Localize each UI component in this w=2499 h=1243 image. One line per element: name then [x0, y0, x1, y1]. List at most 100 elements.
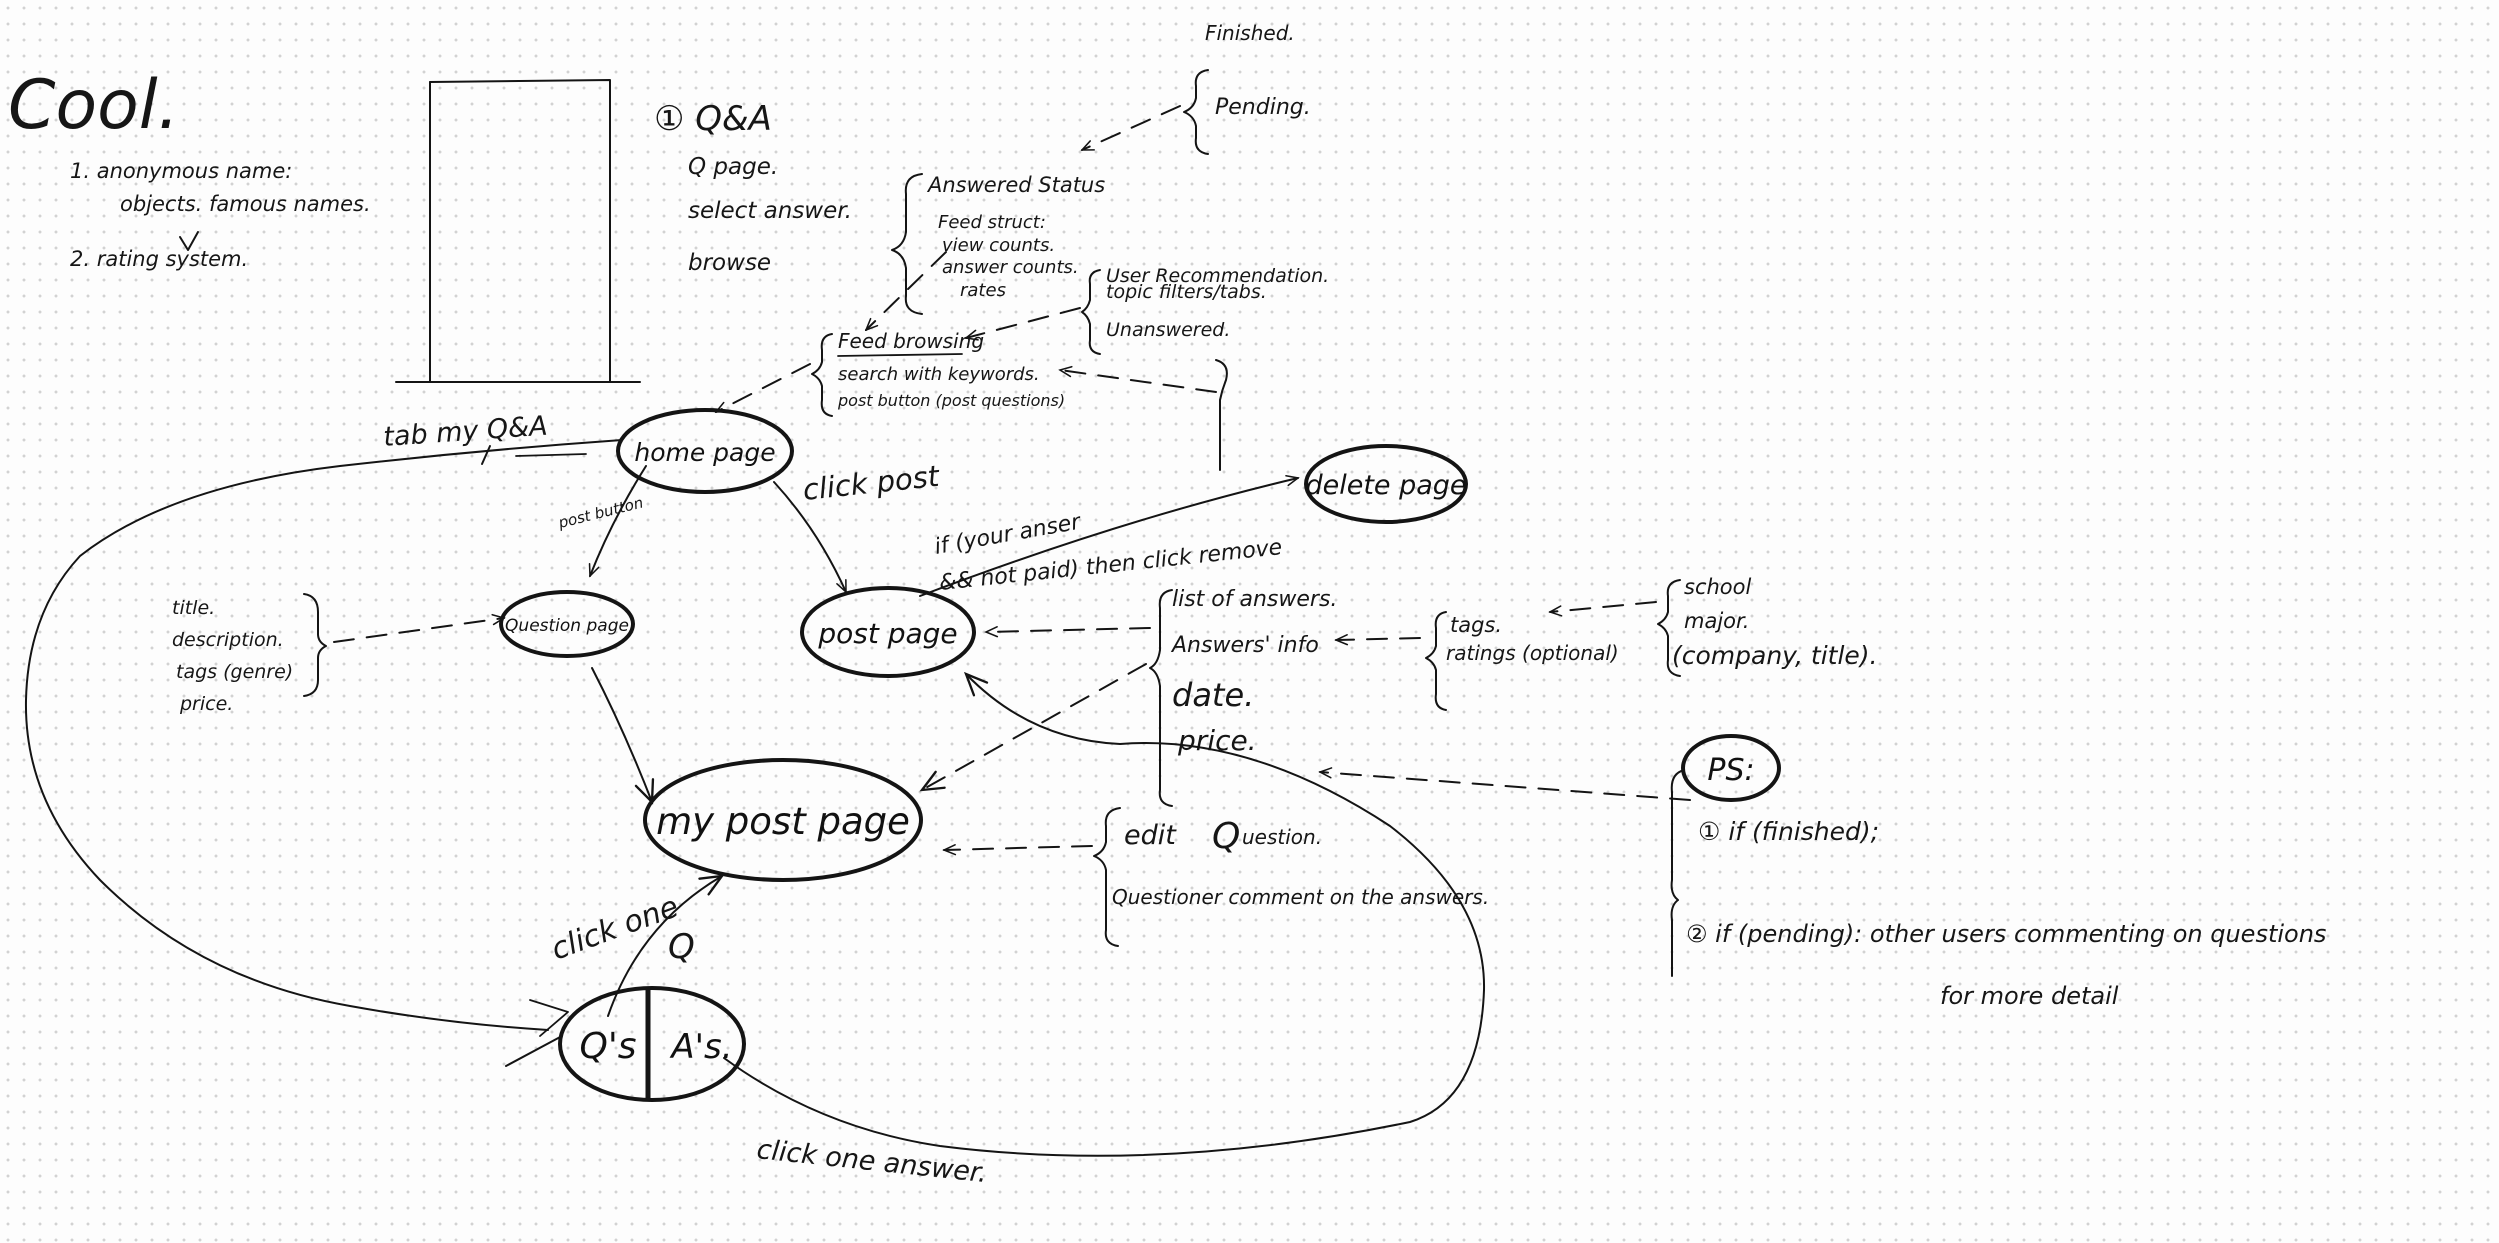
postinfo-to-post-arrow: [986, 628, 1151, 632]
status-option-finished: Finished.: [1205, 21, 1295, 45]
feed-struct-label: Feed struct:: [938, 212, 1046, 233]
node-home-page: home page: [616, 408, 794, 494]
node-qs-as: Q's A's.: [558, 986, 746, 1102]
node-question-page: Question page: [499, 590, 635, 658]
status-option-pending: Pending.: [1215, 95, 1311, 120]
field-description: description.: [172, 629, 284, 651]
answer-info-notes: tags. ratings (optional): [1425, 611, 1619, 711]
ps-item-more-detail: for more detail: [1940, 982, 2119, 1010]
feed-browsing-title: Feed browsing: [838, 329, 984, 353]
qs-label: Q's: [580, 1026, 637, 1067]
fields-to-question-arrow: [333, 618, 504, 643]
qa-item-browse: browse: [688, 250, 771, 276]
cool-item-anonymous-name: 1. anonymous name:: [70, 159, 292, 183]
cool-item-anonymous-detail: objects. famous names.: [120, 192, 371, 216]
field-price: price.: [179, 693, 233, 715]
click-one-q-mark: Q: [668, 927, 695, 967]
unanswered-label: Unanswered.: [1106, 319, 1230, 341]
status-options-notes: Finished. Pending.: [1183, 21, 1311, 155]
recommendation-notes: User Recommendation. topic filters/tabs.…: [1081, 265, 1329, 355]
post-button-label: post button (post questions): [837, 391, 1065, 410]
tab-my-qa-arrowhead: [529, 999, 569, 1037]
status-to-answered-arrow: [1082, 105, 1181, 151]
post-button-edge-label: post button: [556, 493, 645, 532]
question-to-mypost-arrow: [591, 667, 652, 802]
qa-item-select-answer: select answer.: [688, 198, 852, 224]
post-info-notes: list of answers. Answers' info date. pri…: [1149, 587, 1337, 807]
search-keywords-label: search with keywords.: [838, 364, 1040, 385]
date-label: date.: [1172, 676, 1254, 714]
node-ps: PS:: [1681, 734, 1781, 802]
cool-item-rating-system: 2. rating system.: [70, 247, 248, 271]
question-page-ellipse: [499, 590, 635, 658]
qa-notes: ① Q&A Q page. select answer. browse: [654, 99, 852, 276]
my-post-actions-notes: edit Q uestion. Questioner comment on th…: [1093, 807, 1489, 947]
answered-to-feed-arrow: [866, 251, 947, 330]
major-label: major.: [1684, 609, 1749, 633]
ps-notes: ① if (finished); ② if (pending): other u…: [1670, 769, 2326, 1010]
question-fields-notes: title. description. tags (genre) price.: [172, 593, 327, 715]
edit-label: edit: [1124, 820, 1177, 851]
my-post-page-ellipse: [643, 758, 923, 882]
edge-labels: tab my Q&A post button click post if (yo…: [382, 411, 1283, 1190]
ps-item-pending: ② if (pending): other users commenting o…: [1686, 920, 2326, 948]
postinfo-to-mypost-arrow: [922, 663, 1147, 790]
field-tags: tags (genre): [176, 661, 293, 683]
question-page-label: Question page: [505, 616, 629, 636]
as-label: A's.: [669, 1027, 732, 1067]
questioner-comment-label: Questioner comment on the answers.: [1112, 885, 1489, 909]
actions-to-mypost-arrow: [944, 846, 1093, 850]
answer-counts-label: answer counts.: [942, 257, 1079, 278]
as-to-post-loop-arrow: [723, 674, 1486, 1157]
home-page-label: home page: [634, 438, 775, 467]
topic-filters-label: topic filters/tabs.: [1106, 281, 1267, 303]
node-post-page: post page: [800, 586, 976, 678]
tab-my-qa-label: tab my Q&A: [382, 411, 548, 453]
recommendation-to-feed-arrow: [966, 307, 1081, 338]
arrows: [24, 105, 1691, 1157]
field-title: title.: [172, 597, 215, 619]
view-counts-label: view counts.: [942, 235, 1055, 256]
home-to-post-arrow: [773, 481, 847, 592]
qa-title: ① Q&A: [654, 99, 772, 139]
small-brace-stroke: [1215, 359, 1228, 471]
answered-status-title: Answered Status: [926, 173, 1105, 197]
tagtypes-to-answerinfo-arrow: [1550, 601, 1657, 612]
qs-to-mypost-arrow: [607, 876, 722, 1017]
my-post-page-label: my post page: [656, 800, 910, 843]
ratings-label: ratings (optional): [1446, 641, 1619, 665]
home-page-ellipse: [616, 408, 794, 494]
edit-q-mark: Q: [1212, 816, 1240, 857]
post-page-label: post page: [817, 617, 957, 650]
tags-label: tags.: [1450, 613, 1502, 637]
company-title-label: (company, title).: [1672, 641, 1878, 670]
node-delete-page: delete page: [1304, 444, 1468, 524]
phone-frame-sketch: [395, 79, 641, 383]
ps-label: PS:: [1707, 753, 1754, 788]
click-one-answer-label: click one answer.: [755, 1134, 988, 1189]
tab-underline-tick: [481, 445, 491, 465]
ps-ellipse: [1681, 734, 1781, 802]
qs-side-stroke: [505, 1035, 563, 1067]
post-page-ellipse: [800, 586, 976, 678]
list-of-answers-label: list of answers.: [1172, 587, 1337, 612]
node-my-post-page: my post page: [643, 758, 923, 882]
qa-item-q-page: Q page.: [688, 154, 778, 180]
insert-caret: [179, 231, 199, 251]
click-one-q-label: click one: [547, 889, 683, 967]
click-post-label: click post: [801, 459, 942, 507]
answers-info-label: Answers' info: [1170, 633, 1319, 658]
qs-as-ellipse: [558, 986, 746, 1102]
rates-label: rates: [960, 280, 1006, 301]
tag-types-notes: school major. (company, title).: [1657, 575, 1878, 677]
school-label: school: [1684, 575, 1751, 599]
answered-status-notes: Answered Status Feed struct: view counts…: [891, 173, 1105, 315]
delete-page-label: delete page: [1305, 470, 1466, 501]
delete-page-ellipse: [1304, 444, 1468, 524]
cool-notes: Cool. 1. anonymous name: objects. famous…: [8, 66, 371, 271]
cool-title: Cool.: [8, 66, 179, 145]
feed-to-home-arrow: [716, 363, 811, 413]
ps-item-finished: ① if (finished);: [1698, 817, 1879, 846]
user-recommendation-label: User Recommendation.: [1106, 265, 1329, 287]
